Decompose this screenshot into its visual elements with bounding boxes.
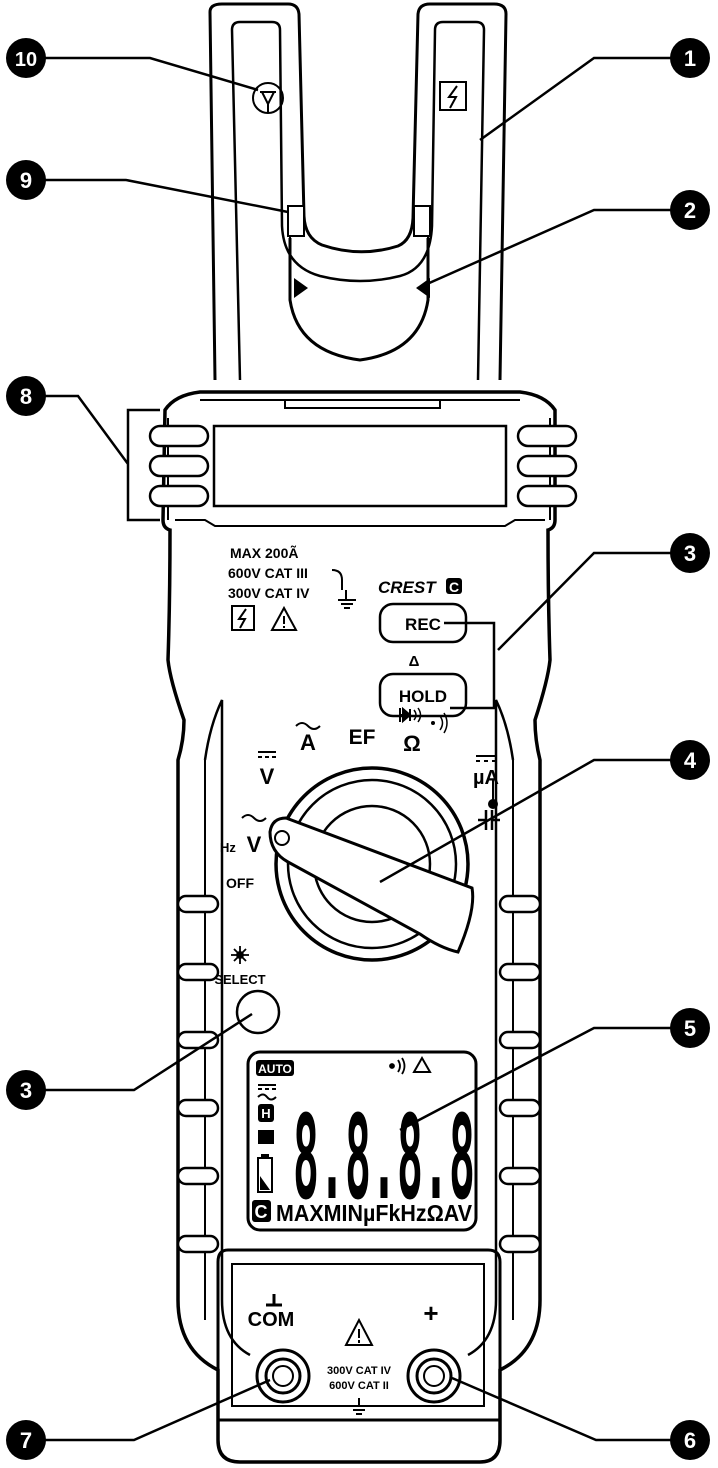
plus-label: + xyxy=(423,1298,438,1328)
ground-icon xyxy=(350,1398,368,1415)
brand-badge xyxy=(446,578,462,594)
rec-button[interactable]: REC xyxy=(378,602,468,644)
battery-icon xyxy=(257,1154,273,1193)
lcd-h-badge: H xyxy=(261,1106,270,1121)
dial-ua: µA xyxy=(473,755,499,789)
callout-5: 5 xyxy=(670,1008,710,1048)
delta-indicator xyxy=(412,1055,432,1073)
callout-3-select: 3 xyxy=(6,1070,46,1110)
callout-2: 2 xyxy=(670,190,710,230)
high-voltage-icon xyxy=(439,81,467,111)
svg-text:A: A xyxy=(300,730,316,755)
svg-text:V: V xyxy=(260,764,275,789)
jaw-marker-left xyxy=(294,278,308,298)
high-voltage-icon xyxy=(231,605,255,631)
dial-a-ac: A xyxy=(295,722,321,755)
rating-cat3: 600V CAT III xyxy=(228,565,308,581)
com-label-group: COM xyxy=(248,1294,295,1331)
svg-text:10: 10 xyxy=(15,49,37,71)
com-label: COM xyxy=(248,1309,295,1331)
callout-4: 4 xyxy=(670,740,710,780)
lcd-bottom-row: C MAXMINµFkHzΩAV xyxy=(252,1200,473,1226)
delta-label: Δ xyxy=(409,653,420,670)
dial-hz-v-ac: Hz V xyxy=(220,814,267,857)
backlight-icon xyxy=(231,946,249,964)
fork-jaw xyxy=(208,2,508,381)
capacitor-icon xyxy=(478,810,500,830)
dial-off: OFF xyxy=(226,875,254,891)
grip-lower-left xyxy=(176,894,220,1254)
svg-text:3: 3 xyxy=(684,541,696,566)
lcd-bottom-labels: MAXMINµFkHzΩAV xyxy=(276,1200,473,1226)
brand-label: CREST xyxy=(378,578,437,597)
grip-lower-right xyxy=(498,894,542,1254)
svg-text:9: 9 xyxy=(20,168,32,193)
svg-text:6: 6 xyxy=(684,1428,696,1453)
svg-text:1: 1 xyxy=(684,46,696,71)
svg-text:Hz: Hz xyxy=(220,840,236,855)
svg-text:4: 4 xyxy=(684,748,697,773)
upper-display-window xyxy=(212,424,508,508)
jack-cat4: 300V CAT IV xyxy=(327,1365,392,1377)
dial-v-dc: V xyxy=(258,751,276,789)
antenna-icon xyxy=(252,82,284,114)
dial-ef: EF xyxy=(349,726,376,749)
rotary-dial[interactable] xyxy=(268,766,475,962)
thermometer-icon xyxy=(488,780,498,809)
warning-icon xyxy=(270,605,298,631)
callout-7: 7 xyxy=(6,1420,46,1460)
select-label: SELECT xyxy=(214,972,265,987)
warning-icon xyxy=(344,1317,374,1346)
jack-cat2: 600V CAT II xyxy=(329,1380,389,1392)
grip-upper-right xyxy=(516,424,578,508)
callout-8: 8 xyxy=(6,376,46,416)
svg-text:8: 8 xyxy=(20,384,32,409)
ground-icon xyxy=(331,569,356,609)
lcd-bottom-c: C xyxy=(255,1202,268,1222)
callout-1: 1 xyxy=(670,38,710,78)
svg-text:2: 2 xyxy=(684,198,696,223)
grip-upper-left xyxy=(148,424,210,508)
rating-max: MAX 200Ã xyxy=(230,544,298,561)
dial-ohm: Ω xyxy=(399,706,448,756)
rec-hold-bracket xyxy=(444,621,496,710)
callout-10: 10 xyxy=(6,38,46,78)
svg-text:µA: µA xyxy=(473,767,499,789)
leader-lines xyxy=(42,56,675,1442)
select-button[interactable] xyxy=(235,989,281,1035)
callout-9: 9 xyxy=(6,160,46,200)
svg-text:5: 5 xyxy=(684,1016,696,1041)
hold-button[interactable]: HOLD xyxy=(378,672,468,718)
com-jack[interactable] xyxy=(255,1348,311,1404)
svg-text:V: V xyxy=(247,832,262,857)
rec-button-label: REC xyxy=(405,615,441,634)
brand-badge-letter: C xyxy=(449,579,459,595)
callout-3-rec-hold: 3 xyxy=(670,533,710,573)
lcd-screen: AUTO H xyxy=(246,1050,478,1232)
lcd-digits: 8.8.8.8 xyxy=(293,1091,475,1226)
svg-text:3: 3 xyxy=(20,1078,32,1103)
lcd-auto: AUTO xyxy=(258,1062,292,1076)
rating-cat4: 300V CAT IV xyxy=(228,585,310,601)
sound-icon xyxy=(389,1057,406,1075)
svg-text:Ω: Ω xyxy=(403,731,421,756)
hold-button-label: HOLD xyxy=(399,687,447,706)
terminal-panel xyxy=(216,1248,502,1422)
svg-text:7: 7 xyxy=(20,1428,32,1453)
callout-6: 6 xyxy=(670,1420,710,1460)
plus-jack[interactable] xyxy=(406,1348,462,1404)
